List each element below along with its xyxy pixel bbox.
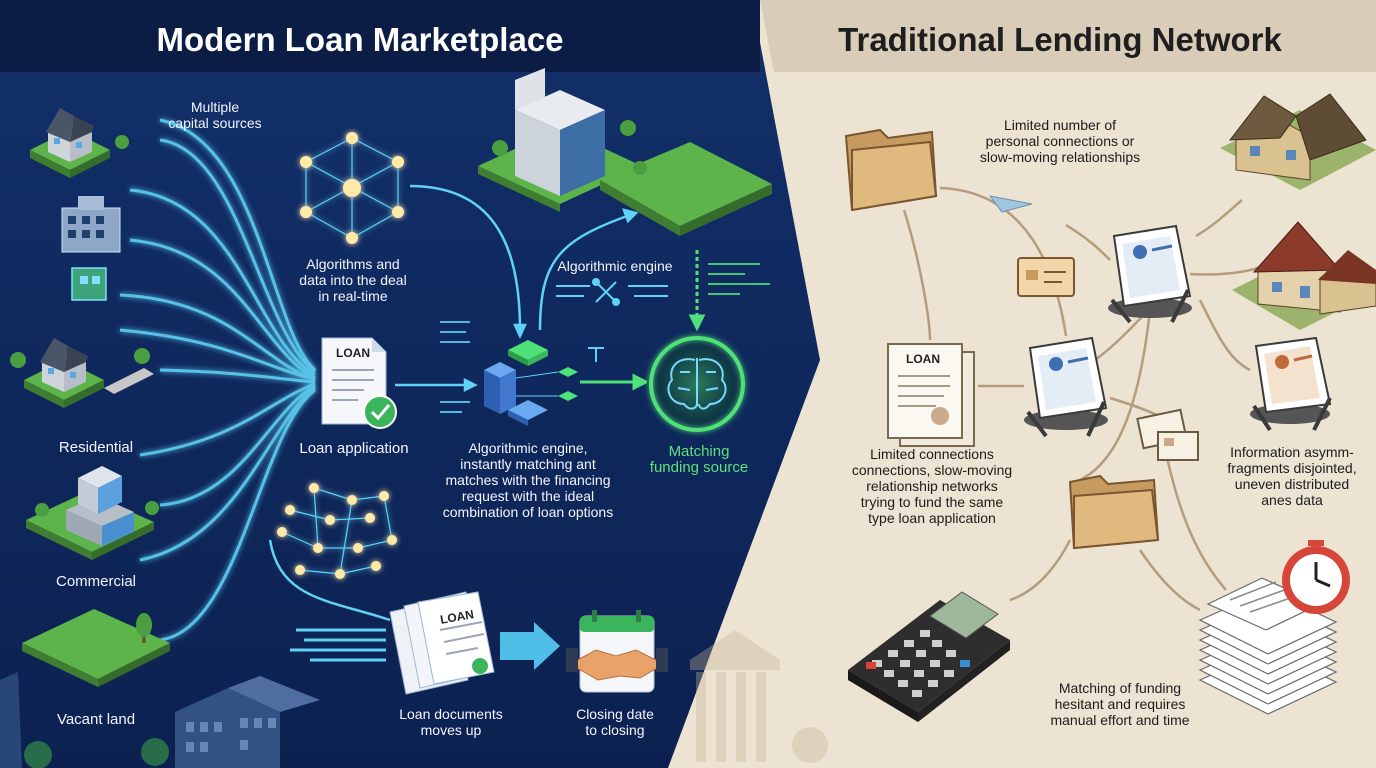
vacant-land-label: Vacant land bbox=[56, 711, 136, 728]
capital-flow-lines bbox=[119, 118, 316, 642]
folder-icon-top bbox=[844, 128, 938, 212]
engine-description-label: Algorithmic engine, instantly matching a… bbox=[442, 440, 614, 520]
rolodex-icon-center bbox=[1024, 336, 1108, 438]
loan-application-label: Loan application bbox=[299, 440, 409, 457]
residential-label: Residential bbox=[58, 439, 134, 456]
office-building-icon bbox=[478, 68, 772, 236]
loan-document-tag-right: LOAN bbox=[906, 352, 940, 366]
code-lines-icon bbox=[440, 263, 770, 413]
matching-funding-label: Matching of funding hesitant and require… bbox=[1050, 680, 1190, 728]
green-building-icon bbox=[71, 267, 107, 301]
vacant-land-icon bbox=[22, 609, 170, 687]
brain-matching-icon bbox=[647, 334, 747, 434]
index-card-icon bbox=[1017, 257, 1075, 297]
commercial-building-icon bbox=[26, 466, 159, 560]
commercial-label: Commercial bbox=[55, 573, 136, 590]
matching-source-label: Matching funding source bbox=[649, 443, 749, 476]
closing-label: Closing date to closing bbox=[576, 706, 654, 738]
loan-documents-stack-icon bbox=[290, 591, 560, 695]
loan-application-tag: LOAN bbox=[336, 346, 370, 360]
matching-cubes-icon bbox=[484, 340, 604, 426]
residential-house-icon-top bbox=[30, 108, 129, 178]
calculator-icon bbox=[848, 591, 1010, 722]
algorithms-label: Algorithms and data into the deal in rea… bbox=[299, 256, 407, 304]
loan-documents-label: Loan documents moves up bbox=[399, 706, 503, 738]
flow-arrows bbox=[268, 184, 639, 622]
office-tower-icon bbox=[61, 196, 121, 253]
folder-icon-bottom bbox=[1068, 474, 1160, 550]
rolodex-icon-right bbox=[1250, 336, 1332, 432]
envelope-icon bbox=[1136, 408, 1199, 461]
right-panel-title: Traditional Lending Network bbox=[838, 21, 1282, 58]
city-skyline-icon bbox=[0, 672, 320, 768]
left-panel-title: Modern Loan Marketplace bbox=[156, 21, 564, 58]
match-arrow bbox=[580, 250, 706, 391]
left-header-bar bbox=[0, 0, 760, 72]
closing-handshake-icon bbox=[566, 610, 668, 693]
loan-document-icon-right bbox=[887, 343, 975, 447]
traditional-house-icon-top bbox=[1220, 93, 1376, 190]
clock-icon bbox=[1282, 540, 1350, 614]
information-asymmetry-label: Information asymm- fragments disjointed,… bbox=[1227, 444, 1357, 508]
right-header-bar bbox=[760, 0, 1376, 72]
bank-building-silhouette bbox=[690, 630, 828, 763]
capital-sources-label: Multiple capital sources bbox=[168, 99, 262, 131]
rolodex-icon-top bbox=[1108, 224, 1192, 324]
loan-application-document-icon bbox=[321, 337, 397, 429]
data-network-icon bbox=[277, 483, 397, 579]
algorithmic-engine-icon bbox=[556, 278, 668, 306]
residential-house-icon bbox=[10, 338, 154, 408]
algorithm-network-icon bbox=[300, 132, 404, 244]
algorithmic-engine-label: Algorithmic engine bbox=[557, 258, 673, 274]
limited-number-label: Limited number of personal connections o… bbox=[979, 117, 1141, 165]
traditional-house-icon-middle bbox=[1232, 221, 1376, 330]
limited-connections-label: Limited connections connections, slow-mo… bbox=[851, 446, 1013, 526]
paper-plane-icon bbox=[988, 195, 1033, 213]
